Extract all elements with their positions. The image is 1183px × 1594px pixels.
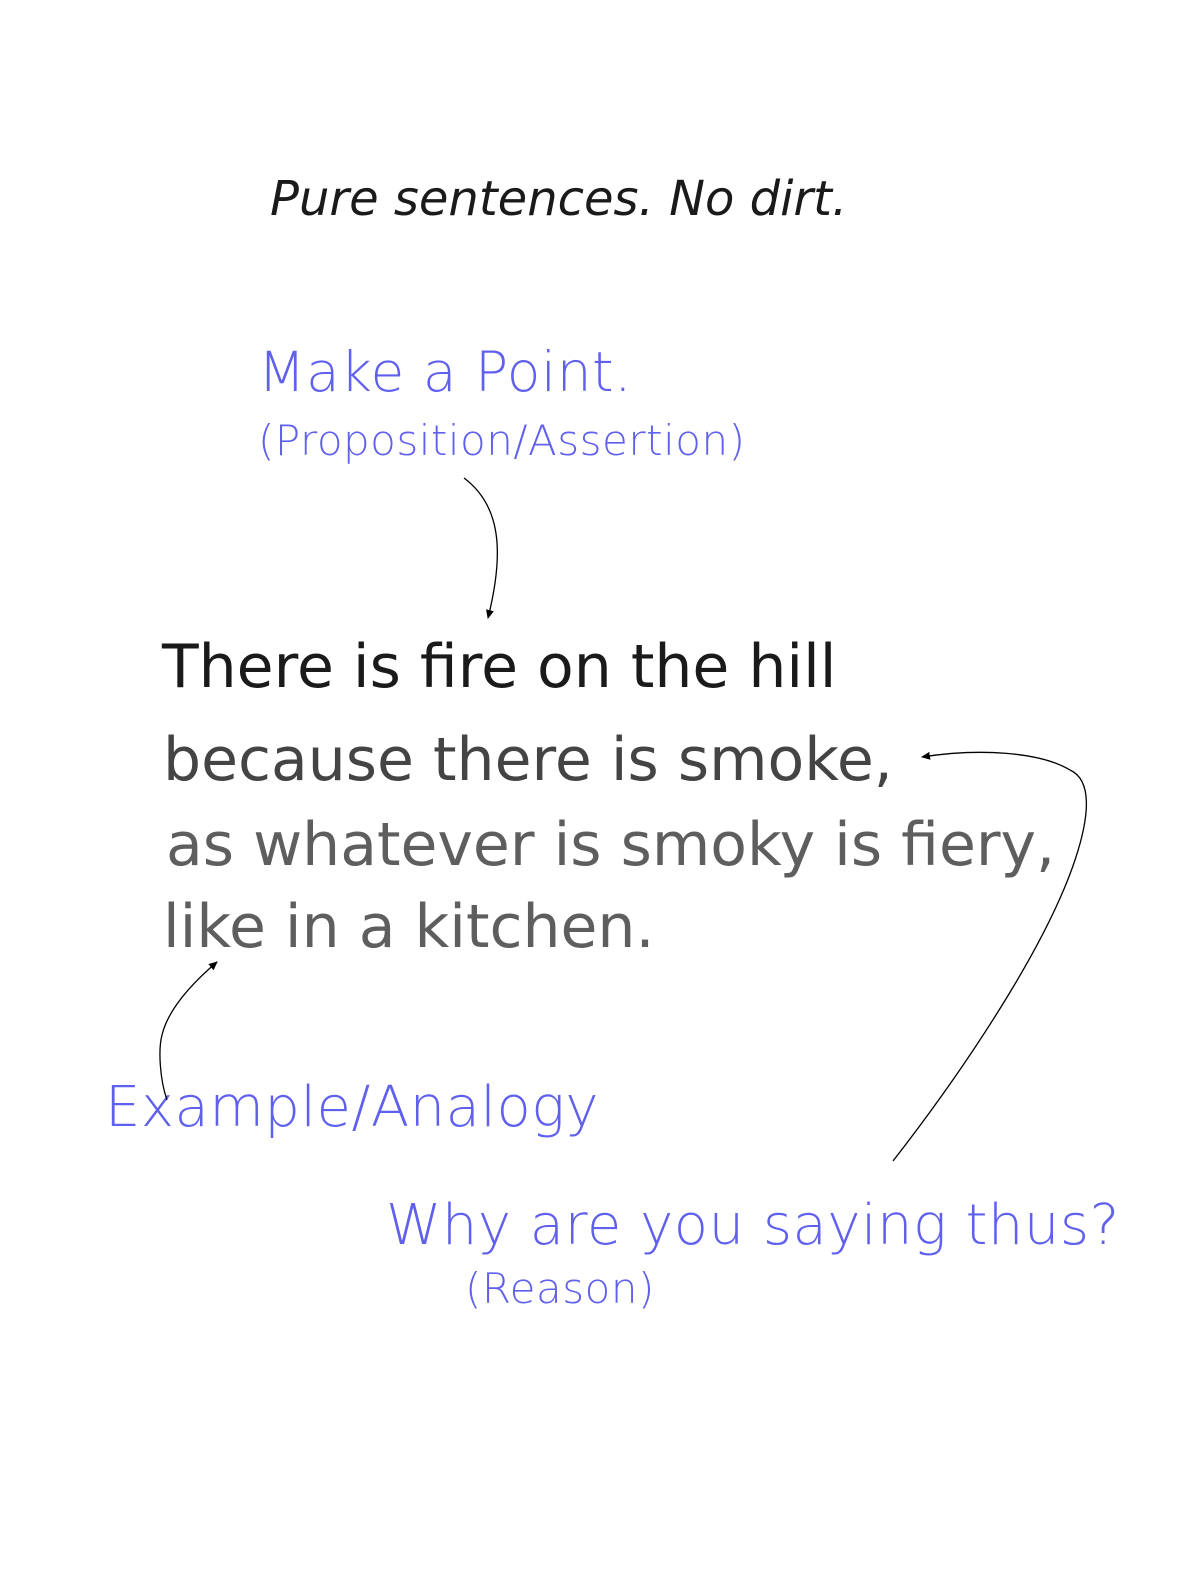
example-analogy-label: Example/Analogy [105,1075,599,1140]
sentence-rule: as whatever is smoky is fiery, [166,810,1056,880]
sentence-reason: because there is smoke, [163,725,893,795]
sentence-proposition: There is fire on the hill [162,632,837,702]
make-a-point-label: Make a Point. [258,340,633,404]
reason-sub-label: (Reason) [465,1264,655,1313]
arrow-point-to-proposition [463,477,498,619]
sentence-example: like in a kitchen. [163,892,655,962]
why-reason-label: Why are you saying thus? [386,1193,1120,1258]
page-title: Pure sentences. No dirt. [270,171,848,227]
proposition-assertion-label: (Proposition/Assertion) [258,416,746,465]
